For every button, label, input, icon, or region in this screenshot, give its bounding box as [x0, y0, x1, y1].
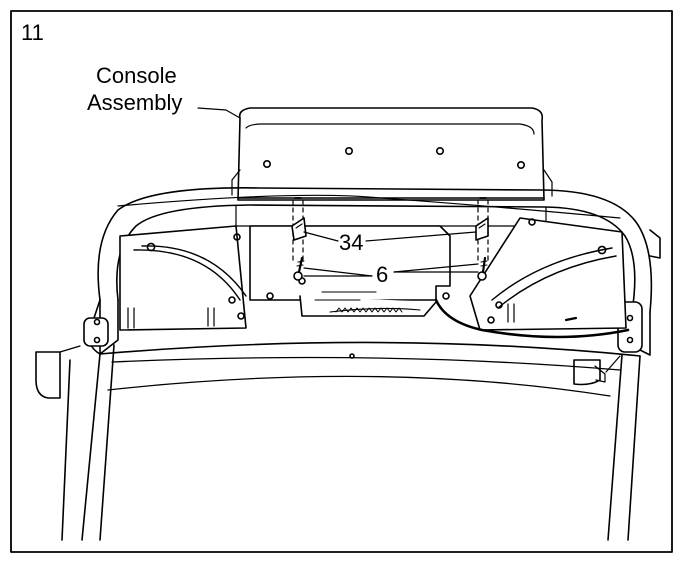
left-upright: [36, 300, 118, 540]
console-assembly: [232, 108, 552, 200]
screw-6-right: [478, 258, 487, 280]
right-bracket-plate: [470, 218, 626, 330]
left-bracket-plate: [120, 226, 246, 330]
console-leader-line: [198, 108, 240, 118]
part-34-label: 34: [339, 230, 363, 255]
console-assembly-label-line1: Console: [96, 63, 177, 88]
clip-34-right: [476, 218, 488, 240]
part-6-label: 6: [376, 262, 388, 287]
clip-34-left: [292, 218, 306, 240]
step-number: 11: [21, 20, 44, 45]
console-assembly-label-line2: Assembly: [87, 90, 182, 115]
motor-hood: [100, 342, 640, 396]
